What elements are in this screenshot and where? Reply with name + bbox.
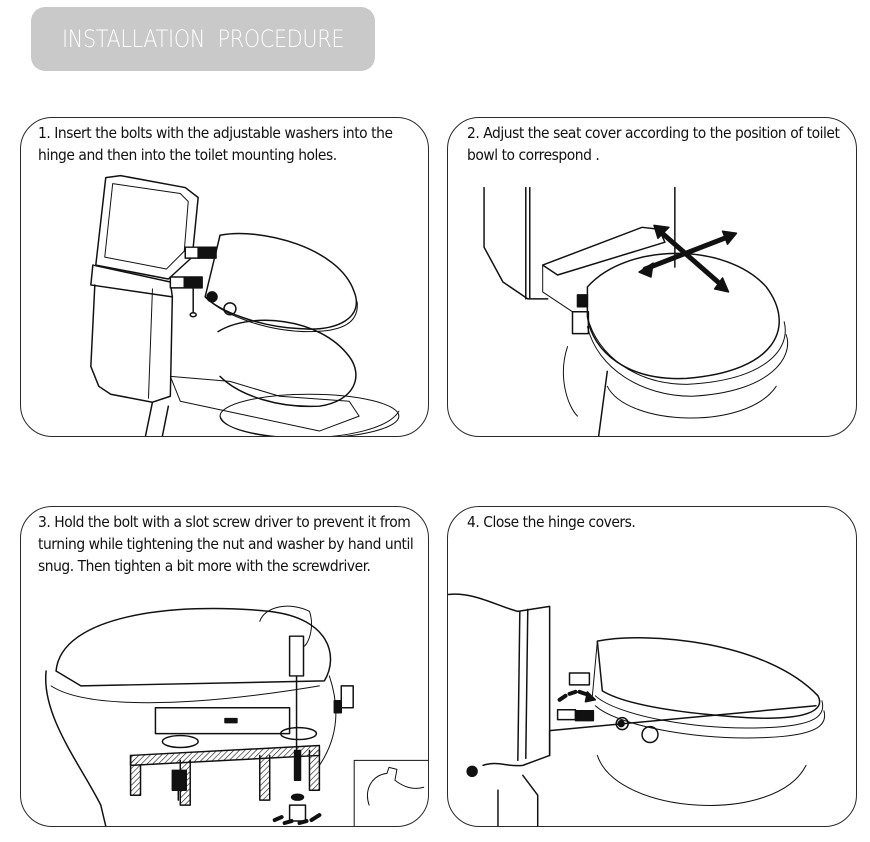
step-4-panel: 4. Close the hinge covers. [447, 506, 857, 827]
step-4-instruction: 4. Close the hinge covers. [467, 513, 636, 531]
close-hinge-cover-illustration-icon [448, 593, 826, 826]
seat-adjustment-illustration-icon [483, 186, 789, 436]
step-2-panel: 2. Adjust the seat cover according to th… [447, 117, 857, 437]
step-2-instruction: 2. Adjust the seat cover according to th… [467, 124, 840, 164]
step-3-instruction: 3. Hold the bolt with a slot screw drive… [38, 513, 414, 575]
section-title: INSTALLATION PROCEDURE [61, 25, 345, 53]
tighten-bolt-illustration-icon [44, 605, 428, 826]
step-3-panel: 3. Hold the bolt with a slot screw drive… [20, 506, 429, 827]
step-1-instruction: 1. Insert the bolts with the adjustable … [38, 124, 393, 164]
step-1-panel: 1. Insert the bolts with the adjustable … [20, 117, 429, 437]
section-title-badge: INSTALLATION PROCEDURE [31, 7, 375, 71]
toilet-bolts-illustration-icon [90, 174, 400, 436]
